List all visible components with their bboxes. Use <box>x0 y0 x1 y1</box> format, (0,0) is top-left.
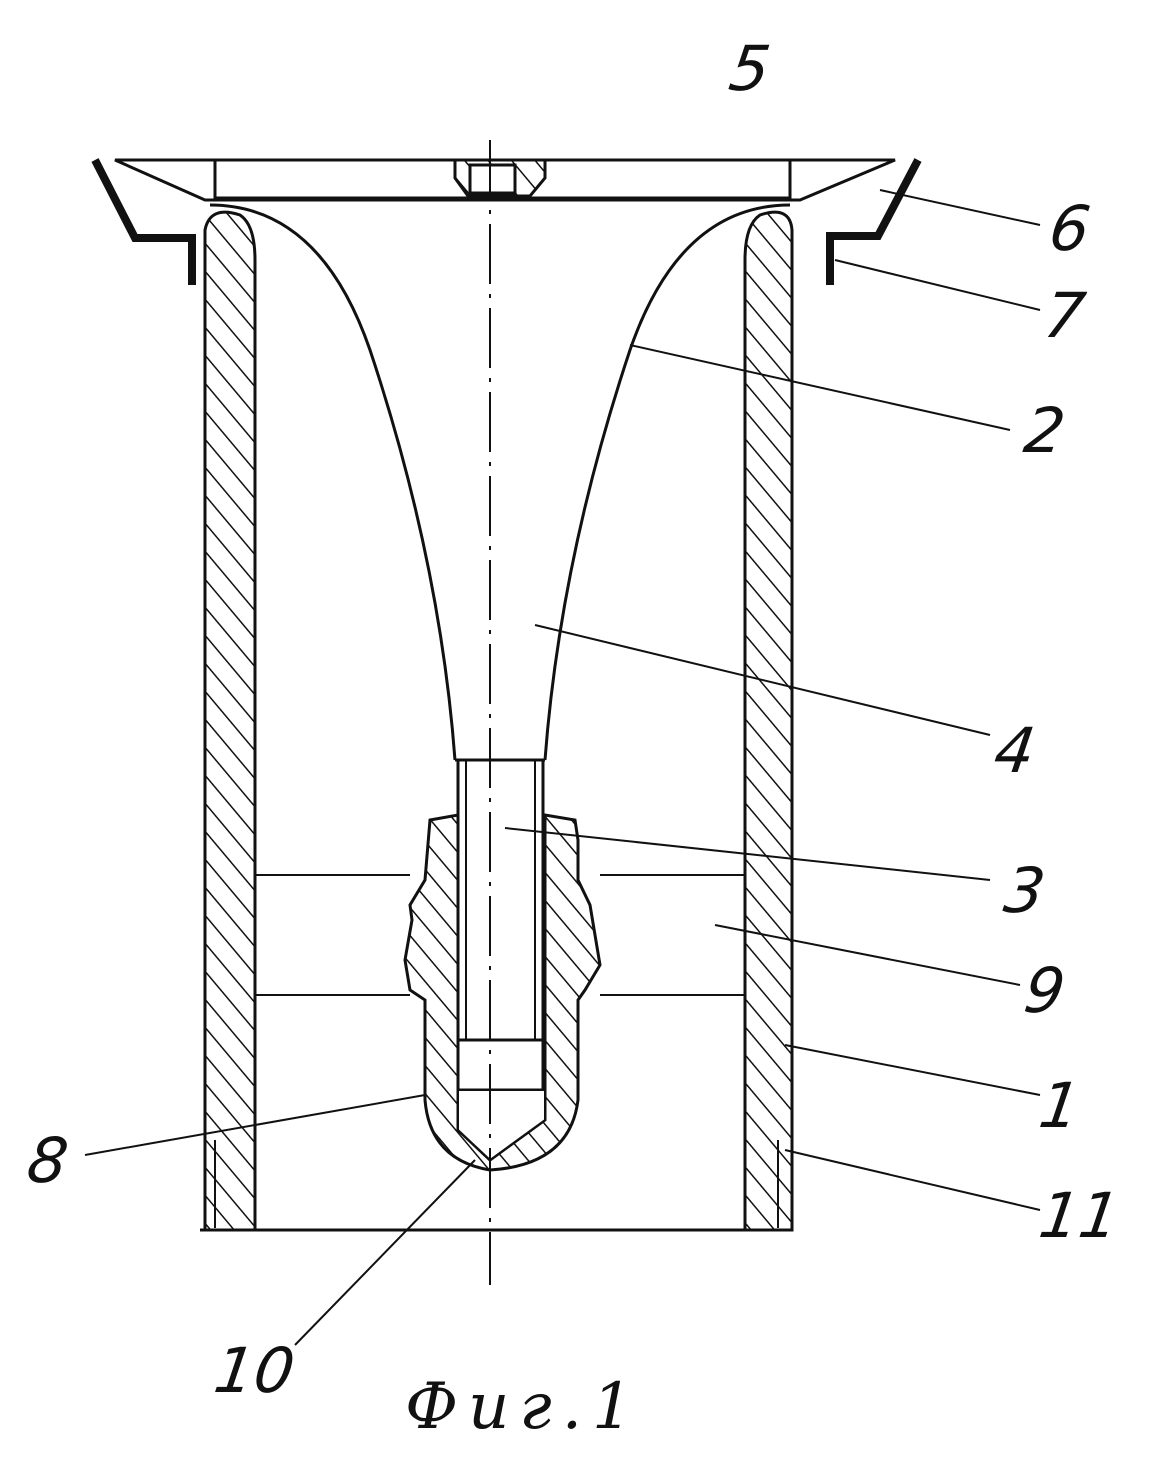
label-11: 11 <box>1036 1185 1124 1247</box>
figure-caption: Фиг.1 <box>405 1370 643 1444</box>
top-disc <box>115 160 895 200</box>
rod <box>458 760 543 1040</box>
curved-body <box>210 205 790 760</box>
label-10: 10 <box>211 1340 299 1402</box>
